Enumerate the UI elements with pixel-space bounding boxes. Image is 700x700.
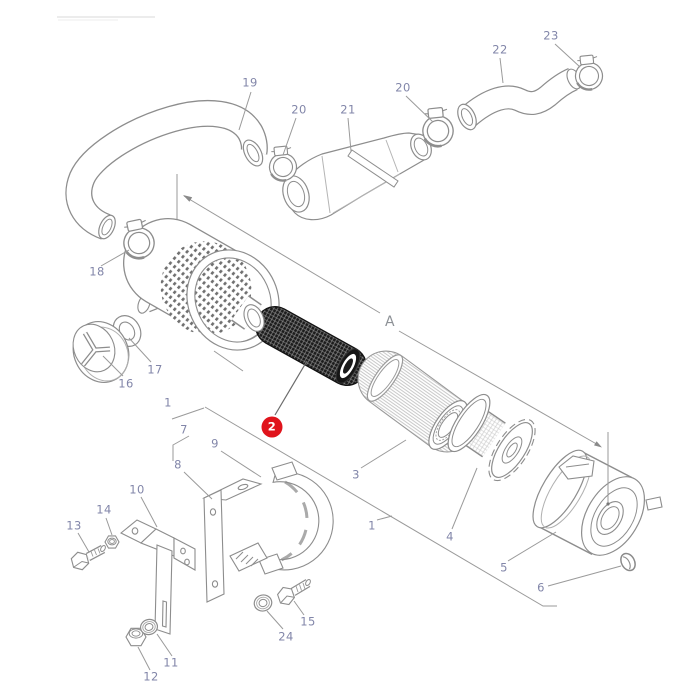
pre-cleaner-housing [123, 218, 280, 351]
air-hose [457, 67, 582, 131]
callout-15[interactable]: 15 [300, 614, 316, 629]
filter-adapter [447, 393, 536, 482]
callout-19[interactable]: 19 [242, 75, 258, 90]
callout-23[interactable]: 23 [543, 28, 559, 43]
washer-24 [253, 594, 273, 612]
bolt-15 [276, 578, 311, 606]
callout-17[interactable]: 17 [147, 362, 163, 377]
callout-6[interactable]: 6 [537, 580, 545, 595]
callout-7[interactable]: 7 [180, 422, 188, 437]
callout-8[interactable]: 8 [174, 457, 182, 472]
filter-element [357, 350, 476, 453]
dimension-a-witness [606, 432, 610, 506]
frame-fragment-line [57, 16, 155, 21]
callout-9[interactable]: 9 [211, 436, 219, 451]
group-1-line [171, 350, 557, 607]
washer-11 [139, 618, 159, 636]
callout-10[interactable]: 10 [129, 482, 145, 497]
callout-24[interactable]: 24 [278, 629, 294, 644]
bolt-13 [70, 544, 106, 571]
callout-1a[interactable]: 1 [164, 395, 172, 410]
air-duct-elbow [282, 132, 432, 221]
callout-20a[interactable]: 20 [291, 102, 307, 117]
dimension-a-line [176, 174, 602, 448]
callout-3[interactable]: 3 [352, 467, 360, 482]
mounting-plate [201, 478, 263, 603]
callout-A: A [385, 314, 395, 330]
callout-14[interactable]: 14 [96, 502, 112, 517]
intake-pipe [65, 99, 268, 240]
callout-13[interactable]: 13 [66, 518, 82, 533]
clamp-band [229, 461, 334, 575]
safety-cartridge [255, 306, 367, 386]
callout-12[interactable]: 12 [143, 669, 159, 684]
callout-1b[interactable]: 1 [368, 518, 376, 533]
highlight-leader-line [274, 360, 308, 416]
pre-cleaner-outlet-tube [231, 295, 265, 332]
air-cleaner-housing [532, 449, 663, 556]
callout-11[interactable]: 11 [163, 655, 179, 670]
callout-21[interactable]: 21 [340, 102, 356, 117]
callout-16[interactable]: 16 [118, 376, 134, 391]
nut-14 [104, 535, 120, 549]
callout-18[interactable]: 18 [89, 264, 105, 279]
callout-20b[interactable]: 20 [395, 80, 411, 95]
cover-cap [620, 552, 636, 572]
leader-lines [77, 43, 622, 671]
callout-5[interactable]: 5 [500, 560, 508, 575]
callout-4[interactable]: 4 [446, 529, 454, 544]
dust-cap [72, 321, 130, 383]
callout-2[interactable]: 2 [261, 416, 283, 438]
support-bracket [119, 519, 196, 635]
callout-22[interactable]: 22 [492, 42, 508, 57]
